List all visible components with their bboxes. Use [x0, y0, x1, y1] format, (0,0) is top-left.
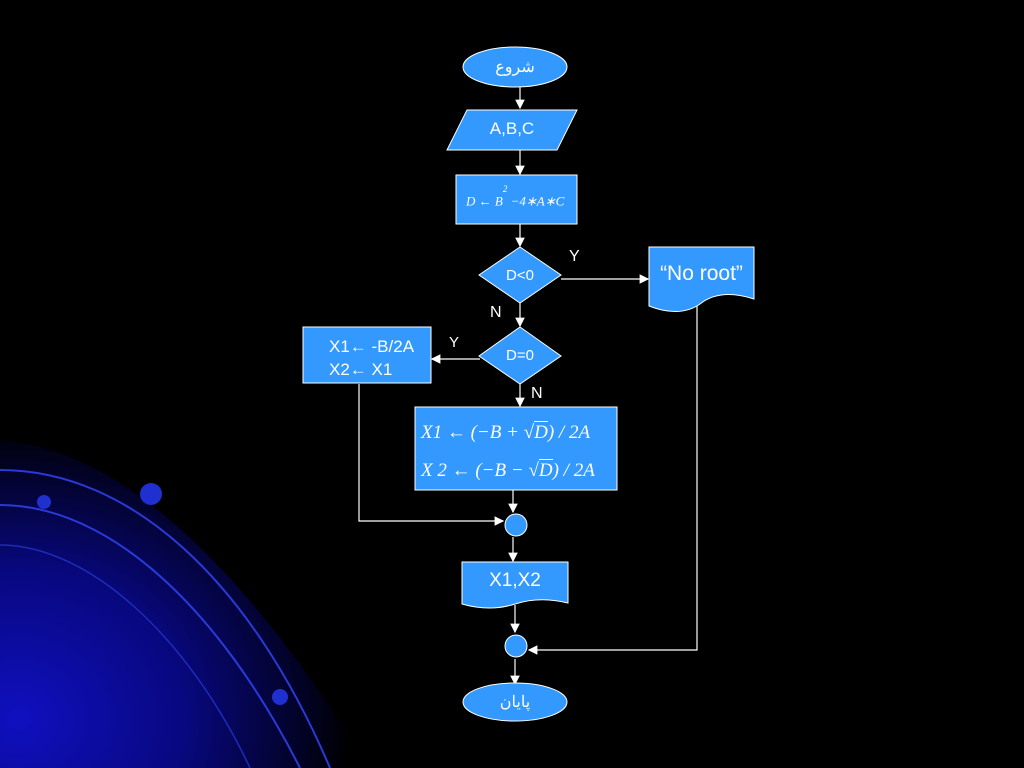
- compute-formula: D ← B2 −4∗A∗C: [466, 184, 565, 209]
- background-swoosh: [0, 440, 370, 768]
- sqrt-icon: √: [523, 422, 535, 443]
- decision-d-equals-zero[interactable]: [478, 326, 562, 385]
- end-terminal[interactable]: [462, 682, 568, 722]
- decision1-no-label: N: [490, 304, 502, 321]
- single-root-line1: X1← -B/2A: [329, 337, 415, 356]
- decision-d-less-zero[interactable]: [478, 246, 562, 304]
- single-root-line2: X2← X1: [329, 360, 393, 379]
- two-roots-line1-radicand: D: [534, 421, 548, 443]
- two-roots-line1-lhs: X1 ← (−B +: [421, 422, 524, 443]
- two-roots-text: X1 ← (−B + √D) / 2A X 2 ← (−B − √D) / 2A: [421, 414, 595, 490]
- compute-rest: −4∗A∗C: [510, 193, 565, 209]
- two-roots-line1: X1 ← (−B + √D) / 2A: [421, 414, 595, 452]
- input-label: A,B,C: [489, 119, 535, 138]
- decision2-label: D=0: [506, 347, 534, 364]
- single-root-process-box[interactable]: [302, 326, 432, 384]
- start-terminal[interactable]: [462, 46, 568, 88]
- background-arc-line: [0, 504, 301, 768]
- join-connector-1: [504, 513, 528, 537]
- background-dot: [37, 495, 51, 509]
- single-root-text: X1← -B/2A X2← X1: [329, 335, 414, 381]
- no-root-label: “No root”: [660, 262, 743, 285]
- compute-exponent: 2: [502, 184, 508, 194]
- compute-arrow: ←: [478, 193, 492, 209]
- decision1-yes-label: Y: [569, 248, 580, 265]
- connector-single-root-join: [358, 384, 505, 526]
- decision2-no-label: N: [531, 385, 543, 402]
- decision1-label: D<0: [506, 267, 534, 284]
- background-arc-line: [0, 544, 251, 768]
- two-roots-line2-rhs: ) / 2A: [552, 460, 595, 481]
- compute-process-box[interactable]: [455, 174, 578, 225]
- input-parallelogram[interactable]: [446, 109, 578, 151]
- two-roots-process-box[interactable]: [414, 406, 618, 491]
- connector-no-root-join: [527, 306, 698, 655]
- two-roots-line1-rhs: ) / 2A: [547, 422, 591, 443]
- compute-base: B: [494, 193, 503, 209]
- two-roots-line2-lhs: X 2 ← (−B −: [421, 460, 529, 481]
- end-label: پایان: [499, 694, 531, 711]
- two-roots-line2: X 2 ← (−B − √D) / 2A: [421, 452, 595, 490]
- compute-lhs: D: [466, 193, 476, 209]
- decision2-yes-label: Y: [449, 334, 460, 351]
- two-roots-line2-radicand: D: [538, 459, 553, 481]
- start-label: شروع: [495, 59, 535, 76]
- output-roots-document[interactable]: [461, 561, 569, 609]
- background-arc-line: [0, 469, 331, 768]
- join-connector-2: [504, 634, 528, 658]
- background-dot: [140, 483, 162, 505]
- background-dot: [272, 689, 288, 705]
- sqrt-icon: √: [528, 460, 539, 481]
- output-label: X1,X2: [489, 570, 541, 591]
- no-root-output-document[interactable]: [648, 246, 755, 312]
